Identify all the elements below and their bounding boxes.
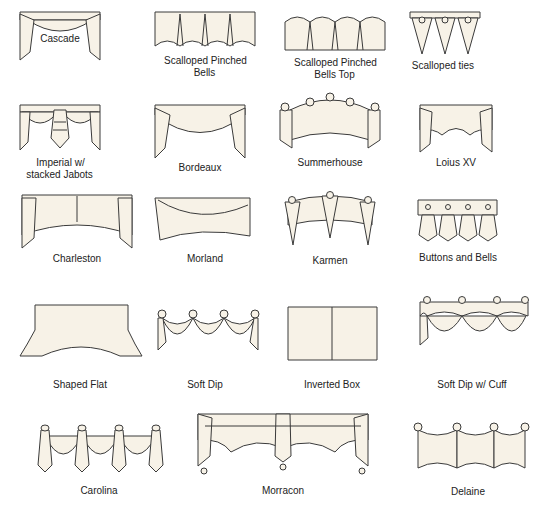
style-name: Carolina	[79, 485, 118, 496]
style-name: Loius XV	[435, 157, 477, 168]
style-label: Imperial w/ stacked Jabots	[20, 157, 100, 181]
style-label: Scalloped Pinched Bells Top	[290, 57, 380, 81]
style-label: Morracon	[243, 485, 323, 497]
style-name: Cascade	[39, 33, 80, 44]
style-label: Carolina	[64, 485, 134, 497]
style-name: Charleston	[52, 253, 102, 264]
style-name: Soft Dip	[186, 379, 224, 390]
style-name: Buttons and Bells	[418, 252, 498, 263]
style-name: Morracon	[261, 485, 305, 496]
style-name: Inverted Box	[303, 379, 361, 390]
style-label: Cascade	[30, 33, 90, 45]
style-label: Shaped Flat	[40, 379, 120, 391]
style-name: Soft Dip w/ Cuff	[436, 379, 507, 390]
style-name: Shaped Flat	[52, 379, 108, 390]
style-name: Karmen	[311, 255, 348, 266]
style-label: Soft Dip	[170, 379, 240, 391]
style-label: Summerhouse	[290, 157, 370, 169]
style-label: Karmen	[295, 255, 365, 267]
style-label: Inverted Box	[292, 379, 372, 391]
style-label: Soft Dip w/ Cuff	[422, 379, 522, 391]
style-name: Scalloped ties	[411, 60, 475, 71]
style-label: Delaine	[433, 486, 503, 498]
style-label: Charleston	[37, 253, 117, 265]
style-label: Loius XV	[421, 157, 491, 169]
style-name: Imperial w/ stacked Jabots	[26, 157, 94, 180]
style-label: Buttons and Bells	[413, 252, 503, 264]
style-name: Morland	[186, 253, 224, 264]
style-name: Bordeaux	[178, 162, 223, 173]
style-label: Scalloped Pinched Bells	[160, 55, 250, 79]
style-name: Delaine	[450, 486, 486, 497]
style-label: Morland	[170, 253, 240, 265]
style-label: Bordeaux	[165, 162, 235, 174]
style-name: Scalloped Pinched Bells Top	[293, 57, 377, 80]
style-label: Scalloped ties	[403, 60, 483, 72]
style-name: Summerhouse	[296, 157, 363, 168]
style-name: Scalloped Pinched Bells	[163, 55, 247, 78]
